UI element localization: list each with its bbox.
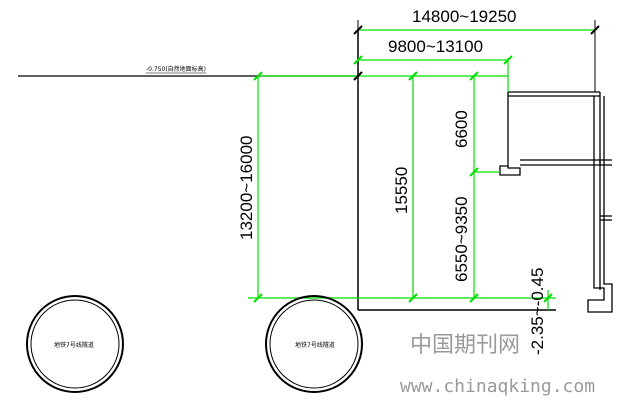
lower-right-vertical-dimension: 6550~9350 [452,196,471,282]
left-vertical-dimension: 13200~16000 [237,136,256,240]
ground-level-label: -0.750(自然地面标高) [146,65,206,73]
top-overall-dimension: 14800~19250 [412,7,516,26]
tunnel-left-label: 地铁7号线隧道 [54,341,94,349]
tunnel-right [265,295,363,393]
building-structure [499,91,613,313]
tunnel-right-label: 地铁7号线隧道 [295,341,335,349]
watermark-chinese: 中国期刊网 [410,333,520,358]
top-extension-lines [357,20,596,92]
dimension-lines [248,29,595,310]
far-right-vertical-dimension: -2.35~-0.45 [528,268,547,355]
dimension-ticks [253,55,553,303]
upper-right-vertical-dimension: 6600 [452,110,471,148]
top-inner-dimension: 9800~13100 [388,37,483,56]
tunnel-left [26,295,124,393]
middle-vertical-dimension: 15550 [392,167,411,214]
watermark-url: www.chinaqking.com [400,376,595,397]
